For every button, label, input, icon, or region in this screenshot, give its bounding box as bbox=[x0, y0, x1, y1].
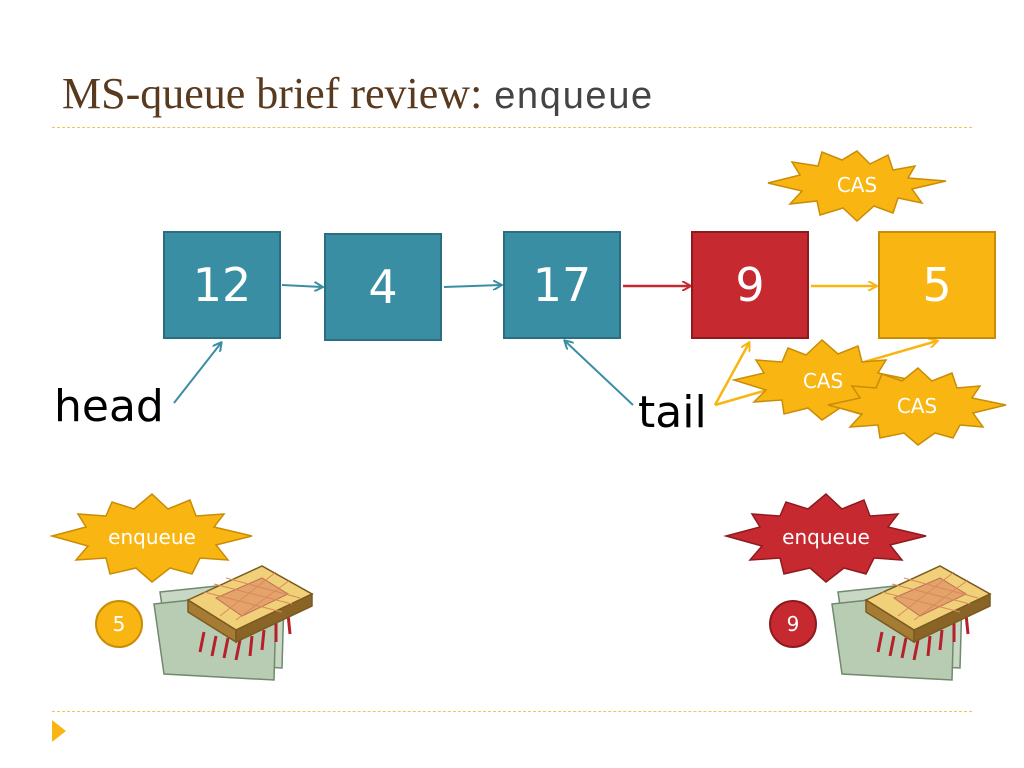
cas-burst-right bbox=[827, 367, 1007, 446]
cas-label-right: CAS bbox=[896, 394, 938, 418]
cas-burst-top bbox=[767, 150, 947, 223]
tail-label: tail bbox=[638, 387, 707, 438]
value-circle-9: 9 bbox=[769, 600, 817, 648]
enqueue-burst-right bbox=[723, 492, 927, 583]
cas-label-top: CAS bbox=[836, 173, 878, 197]
queue-node-17: 17 bbox=[503, 231, 621, 339]
queue-node-4: 4 bbox=[324, 233, 442, 341]
head-label: head bbox=[54, 381, 164, 432]
enqueue-label-right: enqueue bbox=[782, 525, 870, 549]
bottom-divider bbox=[52, 711, 972, 712]
title-code: enqueue bbox=[493, 77, 653, 120]
triangle-bullet-icon bbox=[52, 720, 66, 742]
cpu-chip-icon bbox=[831, 565, 992, 681]
tail-pointer-arrow bbox=[565, 341, 634, 406]
link-4-17 bbox=[443, 285, 501, 287]
top-divider bbox=[52, 127, 972, 128]
queue-node-9: 9 bbox=[691, 231, 809, 339]
title-text: MS-queue brief review: bbox=[62, 69, 494, 118]
queue-node-12: 12 bbox=[163, 231, 281, 339]
cas-arrow-to-9 bbox=[713, 343, 749, 406]
head-pointer-arrow bbox=[173, 343, 221, 404]
cpu-chip-icon bbox=[153, 565, 314, 681]
cas-label-middle: CAS bbox=[802, 369, 844, 393]
enqueue-burst-left bbox=[49, 492, 253, 583]
enqueue-label-left: enqueue bbox=[108, 525, 196, 549]
slide-title: MS-queue brief review: enqueue bbox=[62, 68, 653, 120]
value-circle-5: 5 bbox=[95, 600, 143, 648]
link-12-4 bbox=[281, 285, 322, 287]
queue-node-5: 5 bbox=[878, 231, 996, 339]
